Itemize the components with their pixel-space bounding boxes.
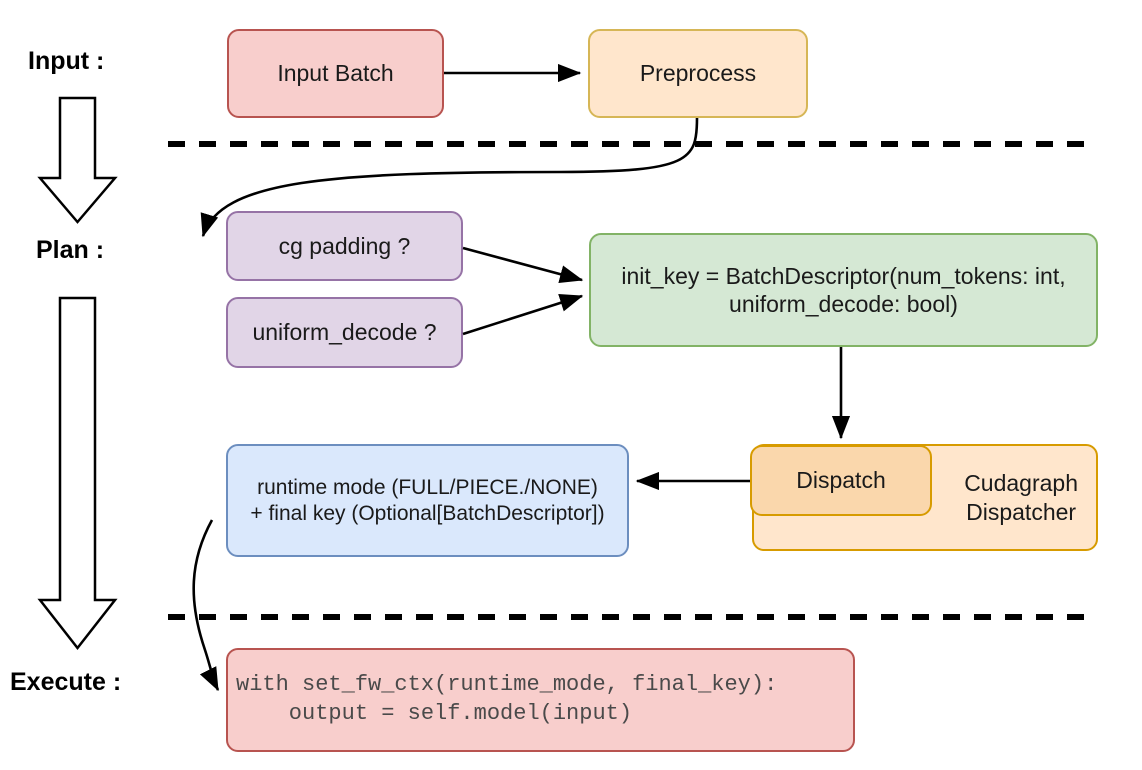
stage-label-execute: Execute : — [10, 668, 122, 696]
arrow-runtime-mode-to-execute-code — [192, 519, 220, 692]
arrow-cg-padding-to-init-key — [462, 246, 584, 284]
stage-label-input: Input : — [28, 47, 105, 75]
stage-label-plan: Plan : — [36, 236, 105, 264]
node-runtime-mode[interactable]: runtime mode (FULL/PIECE./NONE) + final … — [226, 444, 629, 557]
stage-arrow-plan-to-execute — [37, 296, 118, 651]
arrow-uniform-decode-to-init-key — [462, 294, 584, 336]
node-execute-code[interactable]: with set_fw_ctx(runtime_mode, final_key)… — [226, 648, 855, 752]
node-input-batch[interactable]: Input Batch — [227, 29, 444, 118]
node-uniform-decode[interactable]: uniform_decode ? — [226, 297, 463, 368]
stage-arrow-input-to-plan — [37, 96, 118, 224]
node-dispatch[interactable]: Dispatch — [750, 445, 932, 516]
node-cg-padding[interactable]: cg padding ? — [226, 211, 463, 281]
node-init-key-batch-descriptor[interactable]: init_key = BatchDescriptor(num_tokens: i… — [589, 233, 1098, 347]
node-preprocess[interactable]: Preprocess — [588, 29, 808, 118]
